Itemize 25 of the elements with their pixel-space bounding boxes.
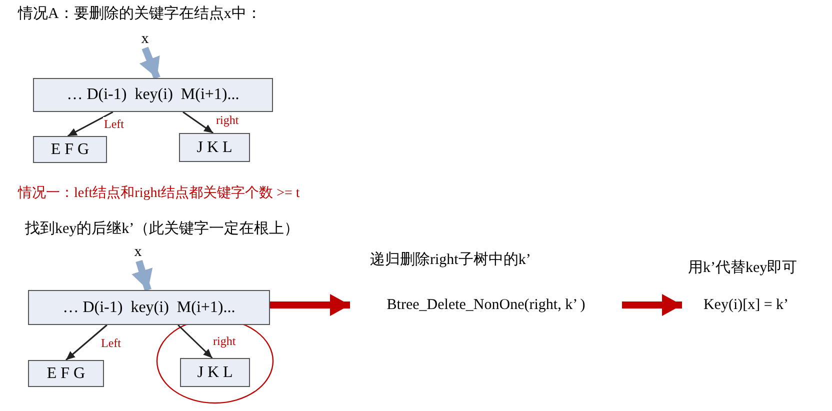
edge-label: right xyxy=(215,113,240,128)
node-text: x xyxy=(135,30,155,48)
node-label: 递归删除right子树中的k’ xyxy=(370,250,531,269)
node-text: x xyxy=(128,243,148,261)
node-label: 用k’代替key即可 xyxy=(688,258,798,277)
arrow xyxy=(182,111,214,134)
node-text: Key(i)[x] = k’ xyxy=(682,292,810,318)
arrow xyxy=(178,324,213,359)
node-box: J K L xyxy=(179,133,250,162)
node-box: … D(i-1) key(i) M(i+1)... xyxy=(28,290,270,325)
block-arrow xyxy=(132,260,153,292)
block-arrow xyxy=(139,46,160,80)
node-box: J K L xyxy=(180,358,250,387)
case-heading: 情况一：left结点和right结点都关键字个数 >= t xyxy=(18,184,300,202)
node-text: Btree_Delete_NonOne(right, k’ ) xyxy=(350,292,622,318)
node-box: … D(i-1) key(i) M(i+1)... xyxy=(33,78,273,112)
node-box: E F G xyxy=(28,360,104,387)
node-box: E F G xyxy=(33,136,107,163)
block-arrow xyxy=(270,294,350,316)
heading: 情况A：要删除的关键字在结点x中： xyxy=(18,4,262,23)
arrow xyxy=(66,324,108,361)
note-text: 找到key的后继k’（此关键字一定在根上） xyxy=(25,219,300,238)
edge-label: right xyxy=(212,334,237,349)
block-arrow xyxy=(622,294,682,316)
arrow xyxy=(67,111,114,137)
